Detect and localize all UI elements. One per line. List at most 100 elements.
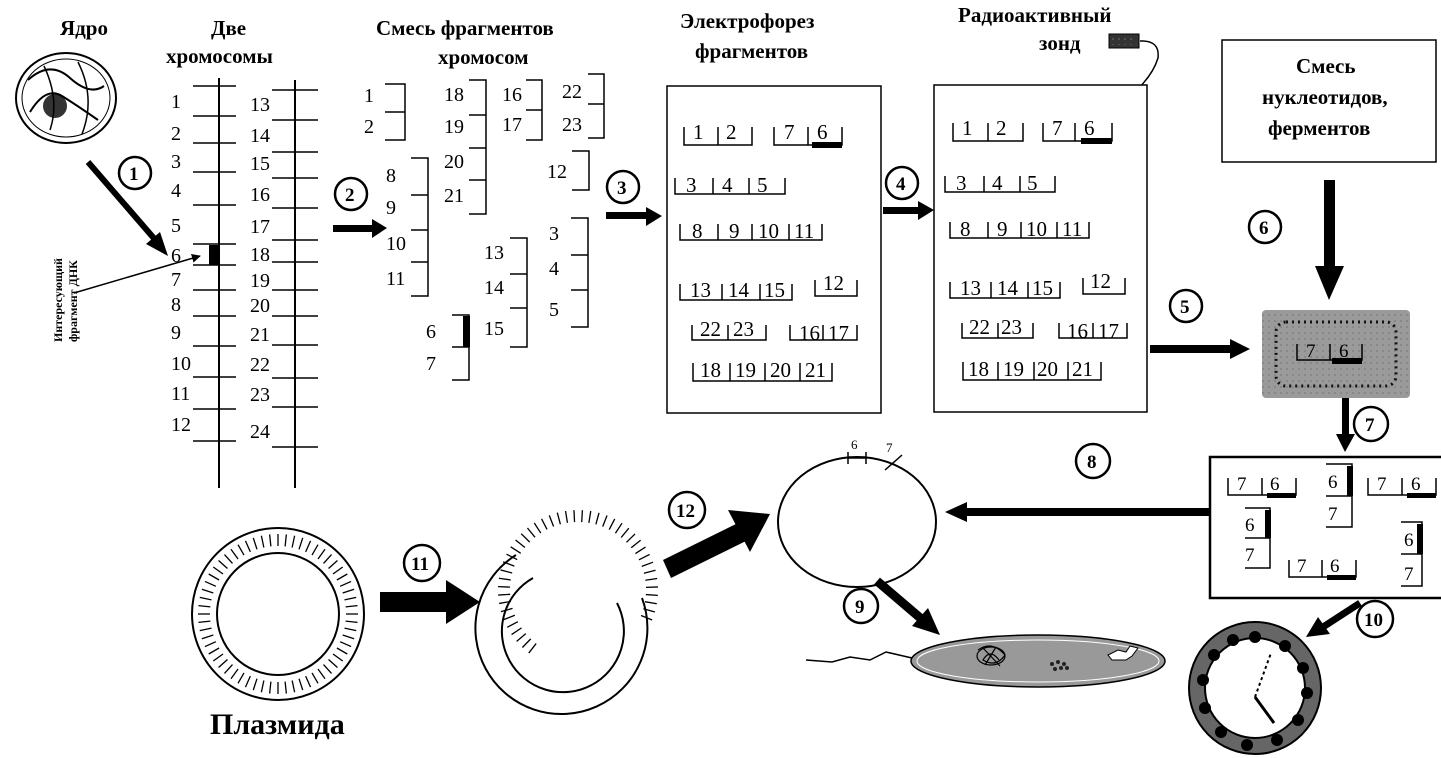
mix-num: 11	[386, 268, 405, 290]
gel-num: 18	[700, 358, 721, 382]
chr-num: 2	[171, 123, 181, 145]
step-11-arrow	[380, 580, 480, 624]
step-5-number: 5	[1180, 297, 1190, 318]
gel-num: 18	[968, 357, 989, 381]
plasmid-tick	[642, 562, 653, 566]
plasmid-tick	[603, 515, 607, 526]
plasmid-tick	[621, 528, 629, 537]
plasmid-mark: 7	[886, 440, 893, 455]
amp-num: 6	[1245, 515, 1255, 536]
plasmid-tick	[501, 570, 513, 573]
mix-num: 6	[426, 321, 436, 343]
plasmid-tick	[566, 511, 568, 523]
chr-num: 11	[171, 383, 190, 405]
mix-numbers: 1 2 18 19 20 21 16 17 22 23 8 9 10 11 12…	[364, 81, 582, 375]
chr-num: 21	[250, 324, 270, 346]
mix-num: 16	[502, 84, 522, 106]
step-9-number: 9	[855, 597, 865, 618]
mix-num: 2	[364, 116, 374, 138]
amp-num: 7	[1377, 474, 1387, 495]
chromosomes-label-line1: Две	[211, 16, 246, 40]
step-2-arrow	[333, 219, 387, 238]
chr-num: 9	[171, 322, 181, 344]
step-6-arrow	[1315, 180, 1344, 300]
gel-num: 17	[828, 321, 849, 345]
gel-num: 16	[1067, 319, 1088, 343]
plasmid-tick	[521, 534, 530, 542]
plasmid-tick	[529, 644, 536, 653]
plasmid-tick	[498, 594, 510, 595]
chr-num: 5	[171, 215, 181, 237]
nucleus-label: Ядро	[60, 16, 108, 40]
nucleotides-label-line2: нуклеотидов,	[1262, 85, 1388, 109]
mix-num: 4	[549, 258, 559, 280]
gel-num: 8	[960, 217, 971, 241]
chromosomes-label-line2: хромосомы	[166, 44, 273, 68]
bacterium-cell	[806, 635, 1165, 687]
mix-label-line2: хромосом	[438, 45, 529, 69]
gel-num: 1	[693, 120, 704, 144]
plasmid-tick	[511, 547, 521, 553]
gel-num: 2	[996, 116, 1007, 140]
gel-num: 19	[735, 358, 756, 382]
step-8-arrow	[945, 502, 1209, 522]
mix-num: 18	[444, 84, 464, 106]
chromosome-right	[272, 80, 318, 488]
opened-plasmid	[475, 510, 658, 714]
gel-num: 3	[956, 171, 967, 195]
plasmid-tick	[645, 579, 657, 581]
nucleotides-label-line1: Смесь	[1296, 54, 1355, 78]
gel-num: 9	[729, 219, 740, 243]
mix-num: 1	[364, 85, 374, 107]
chr-num: 23	[250, 384, 270, 406]
mix-num: 19	[444, 116, 464, 138]
gel-num: 17	[1098, 319, 1119, 343]
mix-num: 10	[386, 233, 406, 255]
amp-num: 7	[1404, 564, 1414, 585]
chr-num: 10	[171, 353, 191, 375]
amp-num: 6	[1328, 472, 1338, 493]
mix-num: 17	[502, 114, 522, 136]
gel-num: 9	[997, 217, 1008, 241]
plasmid-tick	[522, 639, 530, 648]
chr-num: 12	[171, 414, 191, 436]
step-3-arrow	[606, 207, 662, 226]
chromosome-right-numbers: 13 14 15 16 17 18 19 20 21 22 23 24	[250, 94, 270, 443]
mix-num: 13	[484, 242, 504, 264]
mix-num: 7	[426, 353, 436, 375]
step-8-number: 8	[1087, 452, 1097, 473]
plasmid-tick	[589, 511, 591, 523]
plasmid-mark: 6	[851, 437, 858, 452]
gel-num: 19	[1003, 357, 1024, 381]
gel-num: 4	[722, 173, 733, 197]
step-4-arrow	[883, 201, 934, 220]
mix-num: 8	[386, 165, 396, 187]
gel-num: 23	[1001, 315, 1022, 339]
plasmid-tick	[549, 515, 553, 526]
plasmid-tick	[582, 510, 583, 522]
nucleus-illustration	[16, 53, 116, 143]
plasmid-ring	[192, 528, 364, 700]
plasmid-tick	[615, 523, 622, 533]
step-2-number: 2	[345, 185, 355, 206]
gel-num: 3	[686, 173, 697, 197]
amp-num: 7	[1328, 504, 1338, 525]
plasmid-tick	[516, 540, 525, 548]
mix-num: 14	[484, 277, 504, 299]
plasmid-tick	[557, 513, 560, 525]
gel-num: 23	[733, 317, 754, 341]
chr-num: 1	[171, 91, 181, 113]
electro-label-line2: фрагментов	[695, 39, 808, 63]
plasmid-tick	[527, 528, 535, 537]
plasmid-tick	[517, 634, 526, 642]
step-4-number: 4	[896, 174, 906, 195]
probe-label-line2: зонд	[1039, 31, 1081, 55]
gel-num: 1	[962, 116, 973, 140]
plasmid-label: Плазмида	[210, 708, 345, 741]
pcr-chamber	[1262, 310, 1410, 398]
gel-num: 13	[690, 278, 711, 302]
gel-num: 7	[784, 120, 795, 144]
amp-num: 6	[1411, 474, 1421, 495]
chr-num: 19	[250, 270, 270, 292]
plasmid-tick	[504, 615, 515, 619]
